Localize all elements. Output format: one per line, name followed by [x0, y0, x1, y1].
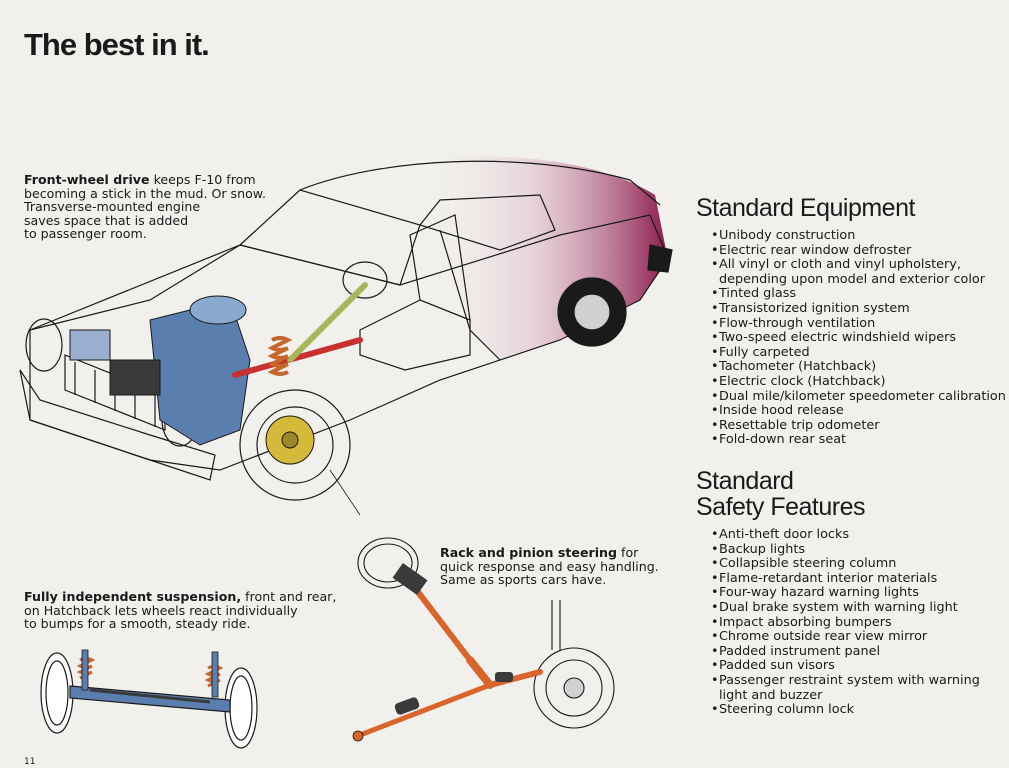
suspension-caption: Fully independent suspension, front and … [24, 590, 336, 631]
caption-lead: Rack and pinion steering [440, 545, 618, 560]
standard-equipment-list: Unibody construction Electric rear windo… [711, 228, 1006, 448]
list-item: Tinted glass [711, 287, 1006, 302]
list-item-continuation: depending upon model and exterior color [719, 271, 985, 287]
page-number: 11 [24, 757, 36, 767]
rack-pinion-caption: Rack and pinion steering for quick respo… [440, 546, 659, 587]
safety-features-title: Standard Safety Features [696, 468, 865, 520]
caption-text: quick response and easy handling. [440, 558, 659, 574]
caption-text: Transverse-mounted engine [24, 199, 201, 214]
list-item: Backup lights [711, 542, 980, 558]
safety-title-line: Standard [696, 467, 794, 495]
caption-text: front and rear, [241, 589, 337, 604]
list-item: Transistorized ignition system [711, 301, 1006, 317]
caption-lead: Front-wheel drive [24, 172, 150, 187]
list-item: Impact absorbing bumpers [711, 615, 980, 631]
list-item-continuation: light and buzzer [719, 687, 823, 703]
list-item: Collapsible steering column [711, 557, 980, 572]
caption-text: to passenger room. [24, 226, 147, 241]
caption-text: for [617, 545, 639, 560]
list-item: Flame-retardant interior materials [711, 571, 980, 587]
list-item: Passenger restraint system with warning [711, 673, 980, 689]
list-item: Anti-theft door locks [711, 527, 980, 543]
list-item: Resettable trip odometer [711, 418, 1006, 434]
list-item: All vinyl or cloth and vinyl upholstery, [711, 258, 1006, 273]
caption-text: becoming a stick in the mud. Or snow. [24, 185, 266, 201]
caption-text: on Hatchback lets wheels react individua… [24, 602, 298, 618]
list-item: Fold-down rear seat [711, 433, 1006, 448]
standard-equipment-title: Standard Equipment [696, 194, 915, 222]
list-item: Padded sun visors [711, 659, 980, 674]
list-item: Unibody construction [711, 228, 1006, 244]
safety-features-list: Anti-theft door locks Backup lights Coll… [711, 527, 980, 718]
caption-text: Same as sports cars have. [440, 572, 607, 587]
list-item: Steering column lock [711, 703, 980, 718]
caption-lead: Fully independent suspension, [24, 589, 242, 604]
list-item: Inside hood release [711, 404, 1006, 419]
list-item: Four-way hazard warning lights [711, 586, 980, 601]
list-item: Electric clock (Hatchback) [711, 374, 1006, 390]
list-item: Dual mile/kilometer speedometer calibrat… [711, 389, 1006, 405]
front-wheel-drive-caption: Front-wheel drive keeps F-10 from becomi… [24, 173, 266, 241]
list-item: Flow-through ventilation [711, 316, 1006, 332]
safety-title-line: Safety Features [696, 493, 865, 521]
list-item: Dual brake system with warning light [711, 600, 980, 616]
list-item: Padded instrument panel [711, 644, 980, 660]
caption-text: keeps F-10 from [149, 172, 256, 187]
list-item: Electric rear window defroster [711, 243, 1006, 259]
list-item: Fully carpeted [711, 345, 1006, 361]
caption-text: to bumps for a smooth, steady ride. [24, 616, 251, 631]
list-item: Tachometer (Hatchback) [711, 360, 1006, 375]
list-item: Two-speed electric windshield wipers [711, 331, 1006, 346]
caption-text: saves space that is added [24, 212, 189, 228]
list-item: Chrome outside rear view mirror [711, 630, 980, 645]
page-headline: The best in it. [24, 27, 210, 62]
